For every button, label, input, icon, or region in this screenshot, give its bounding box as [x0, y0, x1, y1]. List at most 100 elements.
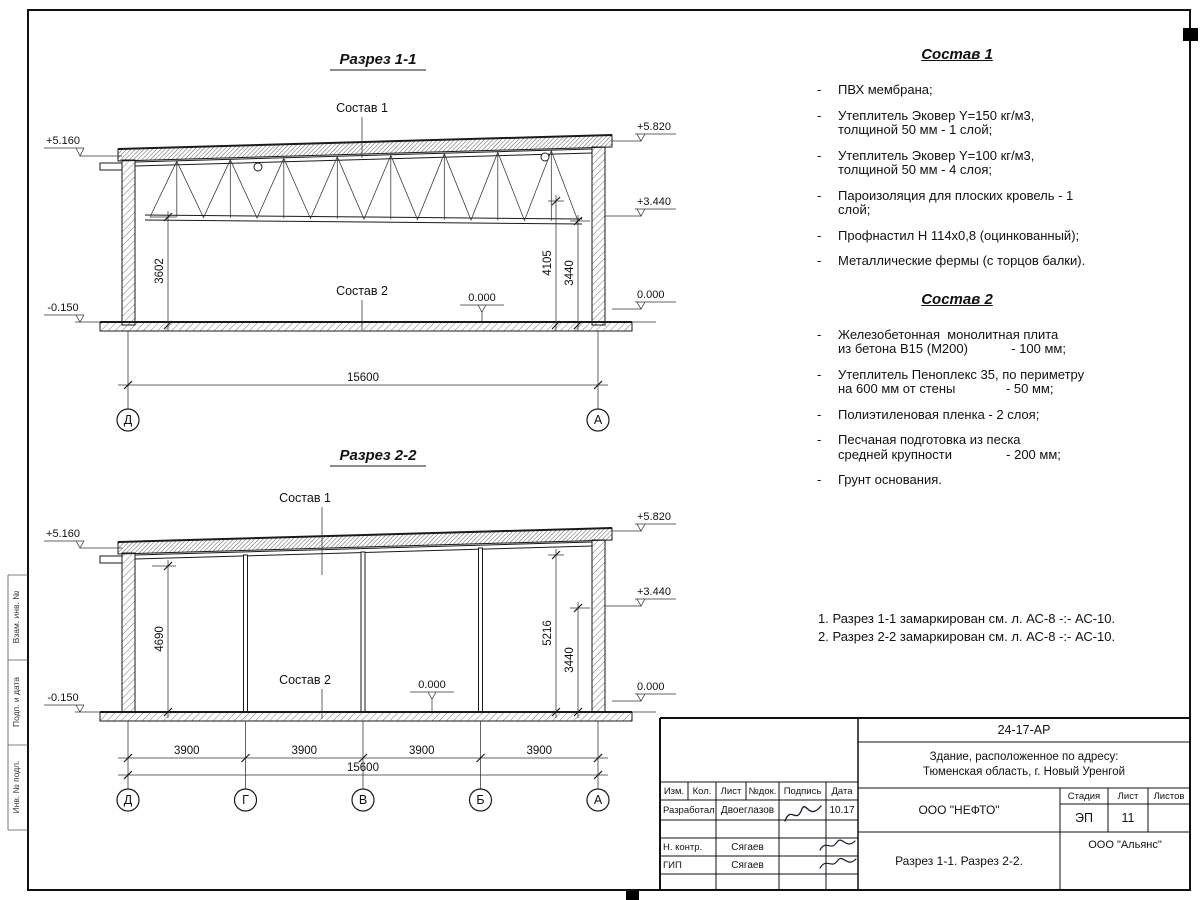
- title-block-grid: [659, 717, 1190, 890]
- titleblock-doc-code: 24-17-АР: [997, 723, 1051, 737]
- signature-razrabotal: [782, 801, 824, 827]
- titleblock-org-nefto: ООО "НЕФТО": [918, 803, 1000, 817]
- floor-slab: [99, 711, 633, 722]
- sheet-number: 11: [1121, 811, 1135, 825]
- margin-label-inv: Инв. № подл.: [11, 761, 21, 814]
- floor-slab: [99, 321, 633, 332]
- roof-truss: [134, 148, 593, 225]
- dim-4690: 4690: [152, 560, 176, 718]
- bullet-dash: -: [817, 187, 822, 203]
- sheets-total: [1148, 804, 1190, 832]
- canopy-bracket: [99, 162, 123, 171]
- spec-item: - Полиэтиленовая пленка - 2 слоя;: [812, 406, 1102, 423]
- name-syagaev-1: Сягаев: [731, 841, 764, 853]
- project-line: Здание, расположенное по адресу:: [929, 751, 1119, 763]
- grid-axes-s2: Д Г В Б А: [116, 788, 610, 812]
- svg-text:0.000: 0.000: [637, 681, 665, 693]
- elevation-mark-left-top: +5.160: [44, 135, 122, 157]
- truss-joint: [253, 162, 263, 172]
- col-izm: Изм.: [663, 785, 685, 797]
- grid-axes-s1: Д А: [116, 408, 610, 432]
- bullet-dash: -: [817, 147, 822, 163]
- bullet-dash: -: [817, 107, 822, 123]
- sheet-label: Лист: [1117, 790, 1139, 802]
- grid-bubble: [351, 788, 375, 812]
- left-wall: [121, 552, 136, 713]
- titleblock-sheet-title: Разрез 1-1. Разрез 2-2.: [895, 854, 1023, 868]
- elevation-mark-right-top: +5.820: [612, 121, 676, 142]
- spec-column: Состав 1 - ПВХ мембрана; - Утеплитель Эк…: [812, 46, 1102, 499]
- note-line: 2. Разрез 2-2 замаркирован см. л. АС-8 -…: [818, 629, 1116, 644]
- dim-3602: 3602: [150, 211, 176, 331]
- elevation-mark-left-bottom: -0.150: [44, 692, 85, 713]
- elevation-mark-right-bottom: 0.000: [612, 681, 676, 702]
- column: [243, 554, 248, 713]
- truss-joint: [540, 152, 550, 162]
- section-2-title: Разрез 2-2: [339, 447, 417, 464]
- col-data: Дата: [831, 785, 853, 797]
- svg-text:4690: 4690: [154, 626, 166, 652]
- dim-total-s1: 15600: [118, 331, 608, 409]
- grid-bubble: [116, 408, 140, 432]
- elevation-mark-right-bottom: 0.000: [612, 289, 676, 310]
- bullet-dash: -: [817, 366, 822, 382]
- elevation-mark-left-top: +5.160: [44, 528, 122, 549]
- elevation-mark-floor: 0.000: [460, 292, 504, 322]
- svg-text:0.000: 0.000: [637, 289, 665, 301]
- spec-item-text: ПВХ мембрана;: [838, 82, 933, 97]
- svg-text:+5.820: +5.820: [637, 511, 671, 523]
- svg-text:4105: 4105: [542, 250, 554, 276]
- spec-item-text: Утеплитель Пеноплекс 35, по периметру на…: [838, 366, 1085, 396]
- svg-text:+5.160: +5.160: [46, 528, 80, 540]
- left-margin-stamp: [7, 574, 28, 831]
- svg-text:+5.160: +5.160: [46, 135, 80, 147]
- dim-5216: 5216: [542, 549, 564, 718]
- grid-axis-label: Д: [124, 413, 133, 427]
- grid-bubble: [233, 788, 258, 812]
- spec-item: - Грунт основания.: [812, 472, 1102, 488]
- spec-item-text: Грунт основания.: [838, 472, 942, 487]
- spec-item-text: Песчаная подготовка из песка средней кру…: [838, 432, 1061, 462]
- elevation-mark-left-bottom: -0.150: [44, 302, 85, 323]
- spec-item: - Утеплитель Эковер Y=150 кг/м3, толщино…: [812, 107, 1102, 138]
- grid-bubble: [468, 788, 493, 812]
- dim-3440-s1: 3440: [564, 215, 590, 331]
- left-wall: [121, 159, 136, 326]
- note-line: 1. Разрез 1-1 замаркирован см. л. АС-8 -…: [818, 611, 1116, 626]
- svg-text:3900: 3900: [409, 745, 435, 757]
- svg-text:5216: 5216: [542, 620, 554, 646]
- spec-item-text: Профнастил Н 114х0,8 (оцинкованный);: [838, 227, 1080, 243]
- svg-text:15600: 15600: [347, 372, 379, 384]
- grid-bubble: [586, 788, 610, 812]
- elevation-mark-right-top: +5.820: [612, 511, 676, 532]
- col-kol: Кол.: [692, 785, 712, 797]
- svg-text:3900: 3900: [292, 745, 318, 757]
- grid-axis-label: А: [594, 413, 603, 427]
- role-razrabotal: Разработал: [663, 804, 715, 816]
- section-1-1-drawing: Разрез 1-1: [44, 51, 676, 432]
- spec-item: - Утеплитель Эковер Y=100 кг/м3, толщино…: [812, 147, 1102, 178]
- sostav2-callout: Состав 2: [279, 673, 331, 687]
- bullet-dash: -: [817, 227, 822, 243]
- spec-item: - Пароизоляция для плоских кровель - 1 с…: [812, 187, 1102, 218]
- svg-text:3440: 3440: [564, 647, 576, 673]
- spec-item: - Песчаная подготовка из песка средней к…: [812, 432, 1102, 462]
- column: [478, 547, 483, 713]
- grid-axis-label: Д: [124, 793, 133, 807]
- roof-slab: [117, 527, 613, 555]
- right-wall: [591, 539, 606, 713]
- spec-item-text: Полиэтиленовая пленка - 2 слоя;: [838, 406, 1040, 422]
- bullet-dash: -: [817, 326, 822, 342]
- spec-item-text: Железобетонная монолитная плита из бетон…: [838, 326, 1066, 356]
- svg-text:15600: 15600: [347, 762, 379, 774]
- spec-item: - Железобетонная монолитная плита из бет…: [812, 326, 1102, 357]
- sostav2-heading: Состав 2: [921, 290, 993, 308]
- bullet-dash: -: [817, 432, 822, 447]
- scan-mark-top-right: [1183, 28, 1198, 41]
- role-nkontr: Н. контр.: [663, 841, 703, 853]
- section-2-2-drawing: Разрез 2-2 Состав 1 Состав 2 +5.160: [44, 447, 676, 812]
- signature-nkontr: [818, 837, 858, 854]
- elevation-mark-floor: 0.000: [410, 679, 454, 712]
- titleblock-org-alyans: ООО "Альянс": [1088, 839, 1162, 851]
